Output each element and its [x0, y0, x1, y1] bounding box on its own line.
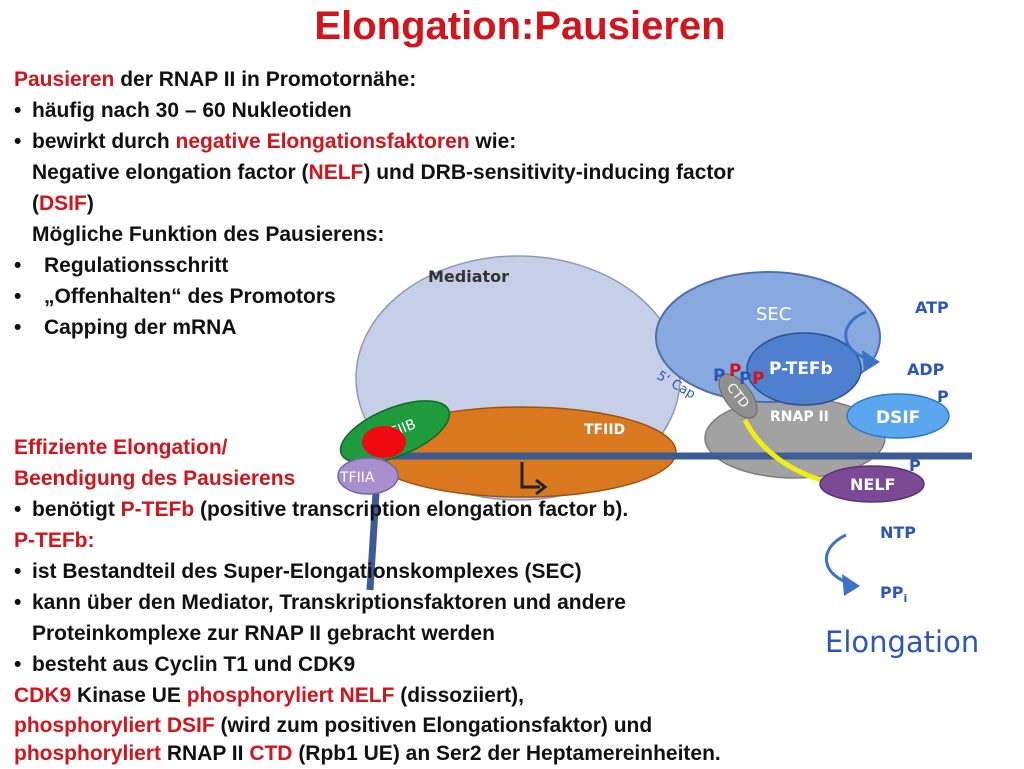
efficient-heading-1: Effiziente Elongation/	[14, 436, 228, 459]
ptefb-bullet-2: •kann über den Mediator, Transkriptionsf…	[14, 591, 626, 614]
function-bullet-3: •Capping der mRNA	[14, 316, 237, 339]
cdk9-line-2: phosphoryliert DSIF (wird zum positiven …	[14, 714, 653, 737]
efficient-bullet-1: •benötigt P-TEFb (positive transcription…	[14, 498, 629, 521]
ctd-phosphate-4: P	[752, 369, 764, 389]
nelf-phosphate: P	[909, 456, 921, 475]
ptefb-bullet-1: •ist Bestandteil des Super-Elongationsko…	[14, 560, 582, 583]
ctd-phosphate-1: P	[713, 366, 725, 386]
dsif-line: (DSIF)	[32, 192, 94, 215]
efficient-heading-2: Beendigung des Pausierens	[14, 467, 296, 490]
pause-bullet-1: •häufig nach 30 – 60 Nukleotiden	[14, 99, 352, 122]
elongation-label: Elongation	[825, 625, 979, 659]
tfiid-label: TFIID	[584, 422, 625, 438]
mrna-strand	[742, 418, 829, 485]
tfiia-shape	[337, 457, 399, 495]
adp-label: ADP	[907, 360, 945, 379]
ntp-label: NTP	[880, 523, 916, 542]
ptefb-shape	[746, 332, 862, 406]
atp-label: ATP	[915, 298, 949, 317]
dsif-phosphate: P	[937, 387, 949, 406]
nelf-line: Negative elongation factor (NELF) und DR…	[32, 161, 735, 184]
ppi-label: PPi	[880, 583, 907, 605]
ctd-phosphate-3: P	[739, 369, 751, 389]
dsif-shape	[846, 393, 950, 439]
tss-arrow	[520, 462, 540, 489]
ntp-ppi-arrow	[825, 533, 853, 586]
ctd-phosphate-2: P	[729, 361, 741, 381]
pause-bullet-2: •bewirkt durch negative Elongationsfakto…	[14, 130, 517, 153]
ptefb-bullet-3: •besteht aus Cyclin T1 und CDK9	[14, 653, 356, 676]
ntp-ppi-arrowhead	[842, 574, 860, 596]
page-title: Elongation:Pausieren	[314, 4, 726, 48]
nelf-label: NELF	[850, 475, 895, 494]
function-heading: Mögliche Funktion des Pausierens:	[32, 223, 385, 246]
ptefb-label: P-TEFb	[769, 359, 833, 379]
ptefb-bullet-2-cont: Proteinkomplexe zur RNAP II gebracht wer…	[32, 622, 495, 645]
function-bullet-1: •Regulationsschritt	[14, 254, 229, 277]
mediator-label: Mediator	[428, 267, 509, 286]
tfiib-red-dot	[362, 426, 406, 458]
cdk9-line-1: CDK9 Kinase UE phosphoryliert NELF (diss…	[14, 684, 524, 707]
atp-adp-arrowhead	[862, 350, 880, 372]
function-bullet-2: •„Offenhalten“ des Promotors	[14, 285, 336, 308]
tss-arrowhead	[535, 478, 548, 496]
ctd-shape	[718, 373, 758, 419]
cdk9-line-3: phosphoryliert RNAP II CTD (Rpb1 UE) an …	[14, 742, 721, 765]
dsif-label: DSIF	[876, 408, 920, 428]
tfiia-label: TFIIA	[339, 470, 375, 486]
pause-heading: Pausieren der RNAP II in Promotornähe:	[14, 68, 417, 91]
ptefb-heading: P-TEFb:	[14, 529, 95, 552]
nelf-shape	[819, 465, 925, 503]
rnap2-label: RNAP II	[770, 409, 829, 425]
sec-label: SEC	[756, 304, 791, 325]
